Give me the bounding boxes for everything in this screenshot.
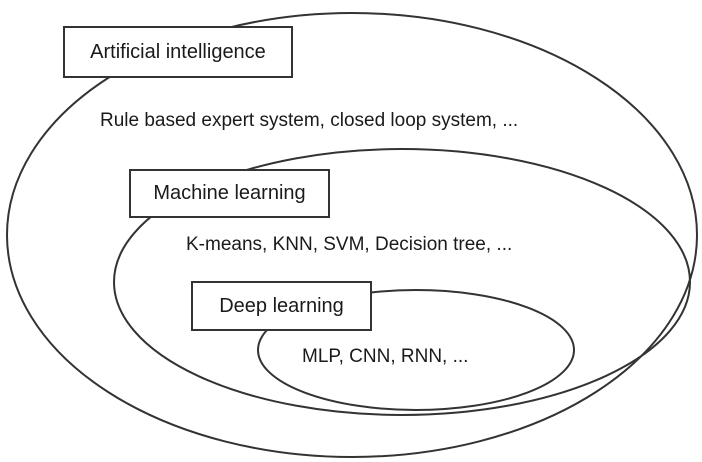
ml-examples: K-means, KNN, SVM, Decision tree, ... [186, 234, 513, 255]
ai-title-box: Artificial intelligence [63, 26, 293, 78]
ai-title: Artificial intelligence [90, 40, 266, 63]
ml-ellipse [113, 148, 691, 416]
ai-ellipse [6, 12, 698, 458]
dl-title: Deep learning [219, 294, 344, 317]
ai-examples: Rule based expert system, closed loop sy… [100, 110, 519, 131]
ml-title-box: Machine learning [129, 169, 330, 218]
dl-ellipse [257, 289, 575, 411]
dl-title-box: Deep learning [191, 281, 372, 331]
ml-title: Machine learning [153, 182, 306, 204]
dl-examples: MLP, CNN, RNN, ... [302, 346, 469, 367]
